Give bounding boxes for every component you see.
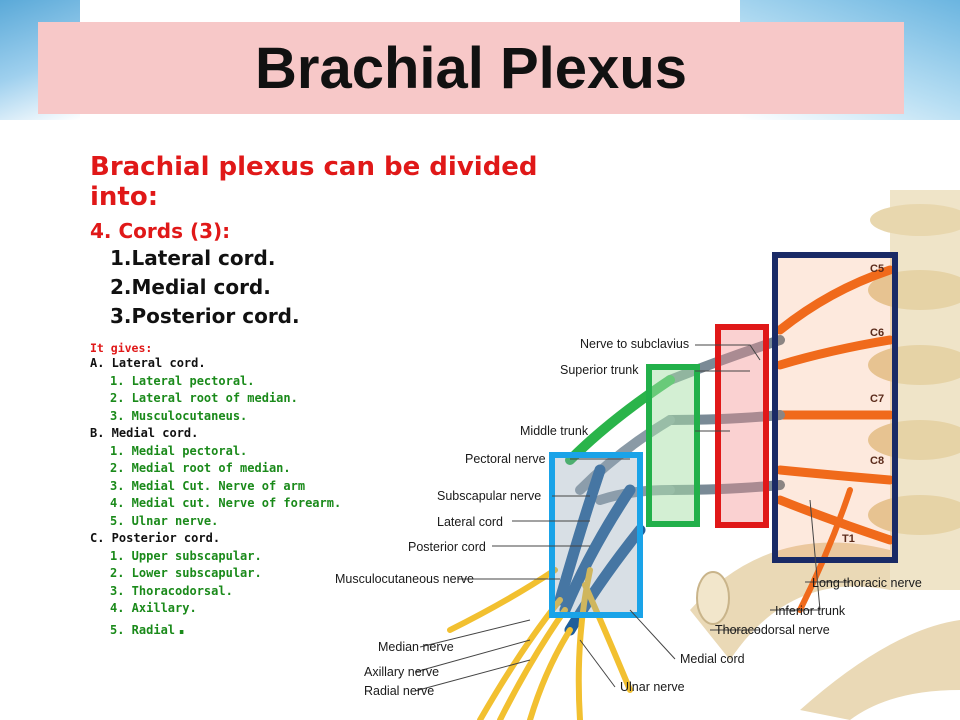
figure-label: Median nerve [378, 640, 454, 654]
left-labels: Nerve to subclavius Superior trunk Middl… [335, 337, 689, 698]
trunks-box [715, 324, 769, 528]
figure-label: Middle trunk [520, 424, 589, 438]
leader-line [770, 499, 821, 611]
group-title: C. Posterior cord. [90, 531, 221, 545]
figure-label: Musculocutaneous nerve [335, 572, 474, 586]
leader-line [419, 619, 531, 648]
branch-item: 1. Medial pectoral. [110, 443, 248, 458]
root-t1 [775, 495, 895, 545]
figure-label: Thoracodorsal nerve [715, 623, 830, 637]
figure-label: Subscapular nerve [437, 489, 541, 503]
text-column: Brachial plexus can be divided into: 4. … [90, 152, 570, 639]
roots-box [772, 252, 898, 563]
leader-line [695, 344, 761, 361]
divisions-box [646, 364, 700, 527]
first-rib [690, 542, 890, 660]
root-c5 [775, 265, 895, 335]
branch-item-text: 5. Radial [110, 622, 176, 637]
figure-label: Ulnar nerve [620, 680, 685, 694]
vertebra-label: C8 [870, 455, 884, 467]
terminal-branch [527, 627, 573, 720]
vertebra-label: C7 [870, 393, 884, 405]
root-c6 [775, 335, 895, 370]
figure-label: Long thoracic nerve [812, 576, 922, 590]
figure-label: Posterior cord [408, 540, 486, 554]
title-bar: Brachial Plexus [38, 22, 904, 114]
group-items: 1. Lateral pectoral. 2. Lateral root of … [90, 373, 570, 426]
cord-item: 2.Medial cord. [110, 275, 271, 299]
branch-item: 2. Lower subscapular. [110, 566, 262, 580]
branch-item: 2. Medial root of median. [110, 461, 291, 475]
ulnar-segment [564, 524, 646, 636]
branch-item: 3. Musculocutaneus. [110, 408, 248, 423]
group-items: 1. Upper subscapular. 2. Lower subscapul… [90, 548, 570, 640]
vertebra-labels: C5 C6 C7 C8 T1 [842, 263, 884, 545]
group-items: 1. Medial pectoral. 2. Medial root of me… [90, 443, 570, 531]
vertebra [868, 495, 960, 535]
group-title: B. Medial cord. [90, 426, 199, 440]
leader-line [414, 659, 531, 692]
vertebral-column [868, 190, 960, 590]
figure-label: Medial cord [680, 652, 745, 666]
branch-item: 4. Axillary. [110, 601, 197, 615]
long-thoracic-branch [797, 487, 853, 613]
musculocutaneous-segment [554, 464, 606, 606]
figure-label: Radial nerve [364, 684, 434, 698]
figure-label: Superior trunk [560, 363, 639, 377]
highlight-boxes [549, 252, 898, 618]
brachial-plexus-illustration: C5 C6 C7 C8 T1 Nerve to subclavius Super… [330, 190, 960, 720]
group-posterior-cord: C. Posterior cord. 1. Upper subscapular.… [90, 530, 570, 639]
terminal-branch [582, 582, 633, 693]
cords-heading: 4. Cords (3): [90, 219, 231, 243]
branch-item: 1. Upper subscapular. [110, 548, 262, 563]
branch-item: 5. Ulnar nerve. [110, 513, 219, 528]
branch-item: 2. Lateral root of median. [110, 391, 298, 405]
vertebra [868, 420, 960, 460]
cord-list: 1.Lateral cord. 2.Medial cord. 3.Posteri… [90, 244, 570, 331]
final-dot: . [175, 614, 189, 640]
root-c8 [775, 465, 895, 485]
median-segment [559, 484, 636, 616]
vertebra [868, 270, 960, 310]
leader-lines [414, 344, 850, 692]
group-medial-cord: B. Medial cord. 1. Medial pectoral. 2. M… [90, 425, 570, 530]
cord-item: 3.Posterior cord. [110, 304, 300, 328]
distal-nerves [554, 464, 646, 636]
terminal-branch [477, 597, 563, 720]
vertebra-label: T1 [842, 533, 855, 545]
branch-item: 5. Radial. [90, 616, 570, 640]
branch-item: 3. Medial Cut. Nerve of arm [110, 478, 306, 493]
figure-label: Pectoral nerve [465, 452, 546, 466]
cord-item: 1.Lateral cord. [110, 246, 276, 270]
vertebra-label: C5 [870, 263, 884, 275]
terminal-branch [447, 567, 558, 633]
branch-item: 4. Medial cut. Nerve of forearm. [110, 496, 342, 510]
gives-label: It gives: [90, 341, 153, 355]
clavicle-cross-section [696, 571, 730, 625]
group-title: A. Lateral cord. [90, 356, 206, 370]
leader-line [579, 639, 616, 688]
branch-item: 3. Thoracodorsal. [110, 583, 233, 598]
vertebra-label: C6 [870, 327, 884, 339]
plexus-roots [775, 265, 895, 613]
intro-text: Brachial plexus can be divided into: [90, 152, 538, 212]
vertebra [868, 345, 960, 385]
figure-label: Inferior trunk [775, 604, 846, 618]
plexus-diagram: C5 C6 C7 C8 T1 Nerve to subclavius Super… [335, 190, 960, 720]
group-lateral-cord: A. Lateral cord. 1. Lateral pectoral. 2.… [90, 355, 570, 425]
terminal-branch [497, 607, 568, 720]
figure-label: Lateral cord [437, 515, 503, 529]
cords-box [549, 452, 643, 618]
leader-line [414, 639, 531, 673]
leader-line [629, 609, 676, 660]
rib [800, 620, 960, 720]
slide-title: Brachial Plexus [255, 35, 687, 101]
right-labels: Long thoracic nerve Inferior trunk Thora… [620, 576, 922, 694]
vertebra [870, 204, 960, 236]
figure-label: Nerve to subclavius [580, 337, 689, 351]
branch-item: 1. Lateral pectoral. [110, 373, 255, 388]
figure-label: Axillary nerve [364, 665, 439, 679]
